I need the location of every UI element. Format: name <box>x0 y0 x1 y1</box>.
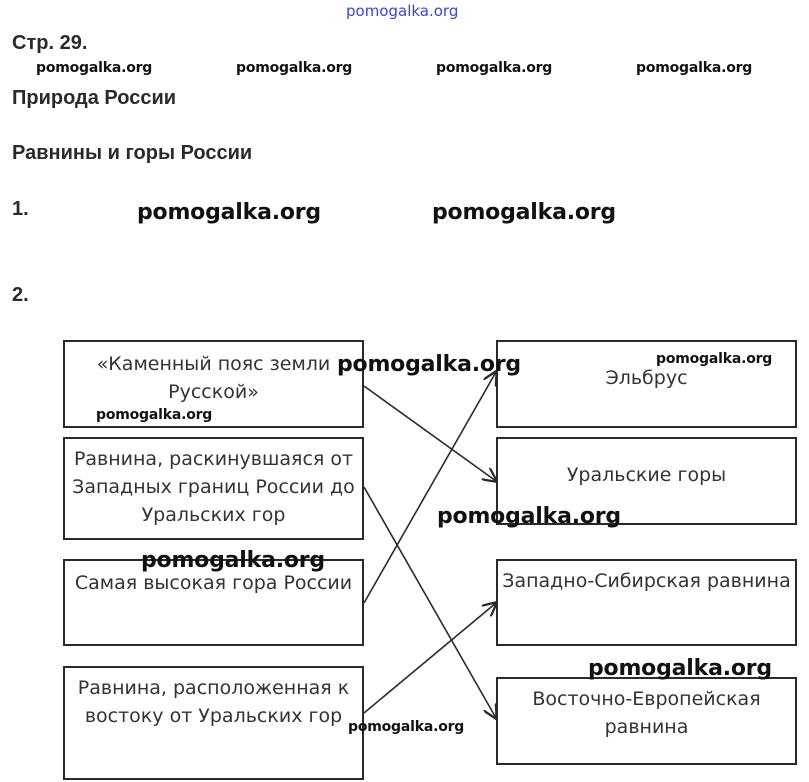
watermark-scattered-4: pomogalka.org <box>437 504 621 529</box>
left-box-1: «Каменный пояс земли Русской» <box>63 340 364 428</box>
match-arrow-3 <box>363 372 496 604</box>
match-arrow-4 <box>363 603 496 714</box>
task-2-number: 2. <box>12 284 29 306</box>
watermark-row-1: pomogalka.org <box>36 60 153 76</box>
watermark-row-3: pomogalka.org <box>436 60 553 76</box>
page-label: Стр. 29. <box>12 32 88 54</box>
watermark-scattered-6: pomogalka.org <box>588 656 772 681</box>
right-box-4: Восточно-Европейская равнина <box>496 677 797 765</box>
watermark-big-2: pomogalka.org <box>432 200 616 225</box>
watermark-scattered-5: pomogalka.org <box>141 548 325 573</box>
watermark-scattered-7: pomogalka.org <box>348 719 465 735</box>
left-box-3: Самая высокая гора России <box>63 559 364 646</box>
right-box-1-text: Эльбрус <box>605 367 688 389</box>
left-box-3-text: Самая высокая гора России <box>74 572 353 594</box>
section-title: Природа России <box>12 87 177 109</box>
watermark-row-2: pomogalka.org <box>236 60 353 76</box>
right-box-3: Западно-Сибирская равнина <box>496 559 797 646</box>
task-1-number: 1. <box>12 198 29 220</box>
right-box-2-text: Уральские горы <box>566 464 727 486</box>
watermark-scattered-3: pomogalka.org <box>96 407 213 423</box>
right-box-1: Эльбрус <box>496 340 797 428</box>
subsection-title: Равнины и горы России <box>12 142 253 164</box>
left-box-2: Равнина, раскинувшаяся от Западных грани… <box>63 437 364 540</box>
right-box-2: Уральские горы <box>496 437 797 525</box>
right-box-3-text: Западно-Сибирская равнина <box>502 570 791 592</box>
watermark-big-1: pomogalka.org <box>137 200 321 225</box>
match-arrow-1 <box>363 385 496 481</box>
watermark-scattered-2: pomogalka.org <box>656 351 773 367</box>
watermark-top: pomogalka.org <box>346 2 459 20</box>
left-box-1-text: «Каменный пояс земли Русской» <box>96 353 331 403</box>
left-box-4: Равнина, расположенная к востоку от Урал… <box>63 666 364 780</box>
watermark-row-4: pomogalka.org <box>636 60 753 76</box>
left-box-4-text: Равнина, расположенная к востоку от Урал… <box>77 677 350 727</box>
left-box-2-text: Равнина, раскинувшаяся от Западных грани… <box>72 448 355 526</box>
watermark-scattered-1: pomogalka.org <box>337 352 521 377</box>
right-box-4-text: Восточно-Европейская равнина <box>532 688 761 738</box>
